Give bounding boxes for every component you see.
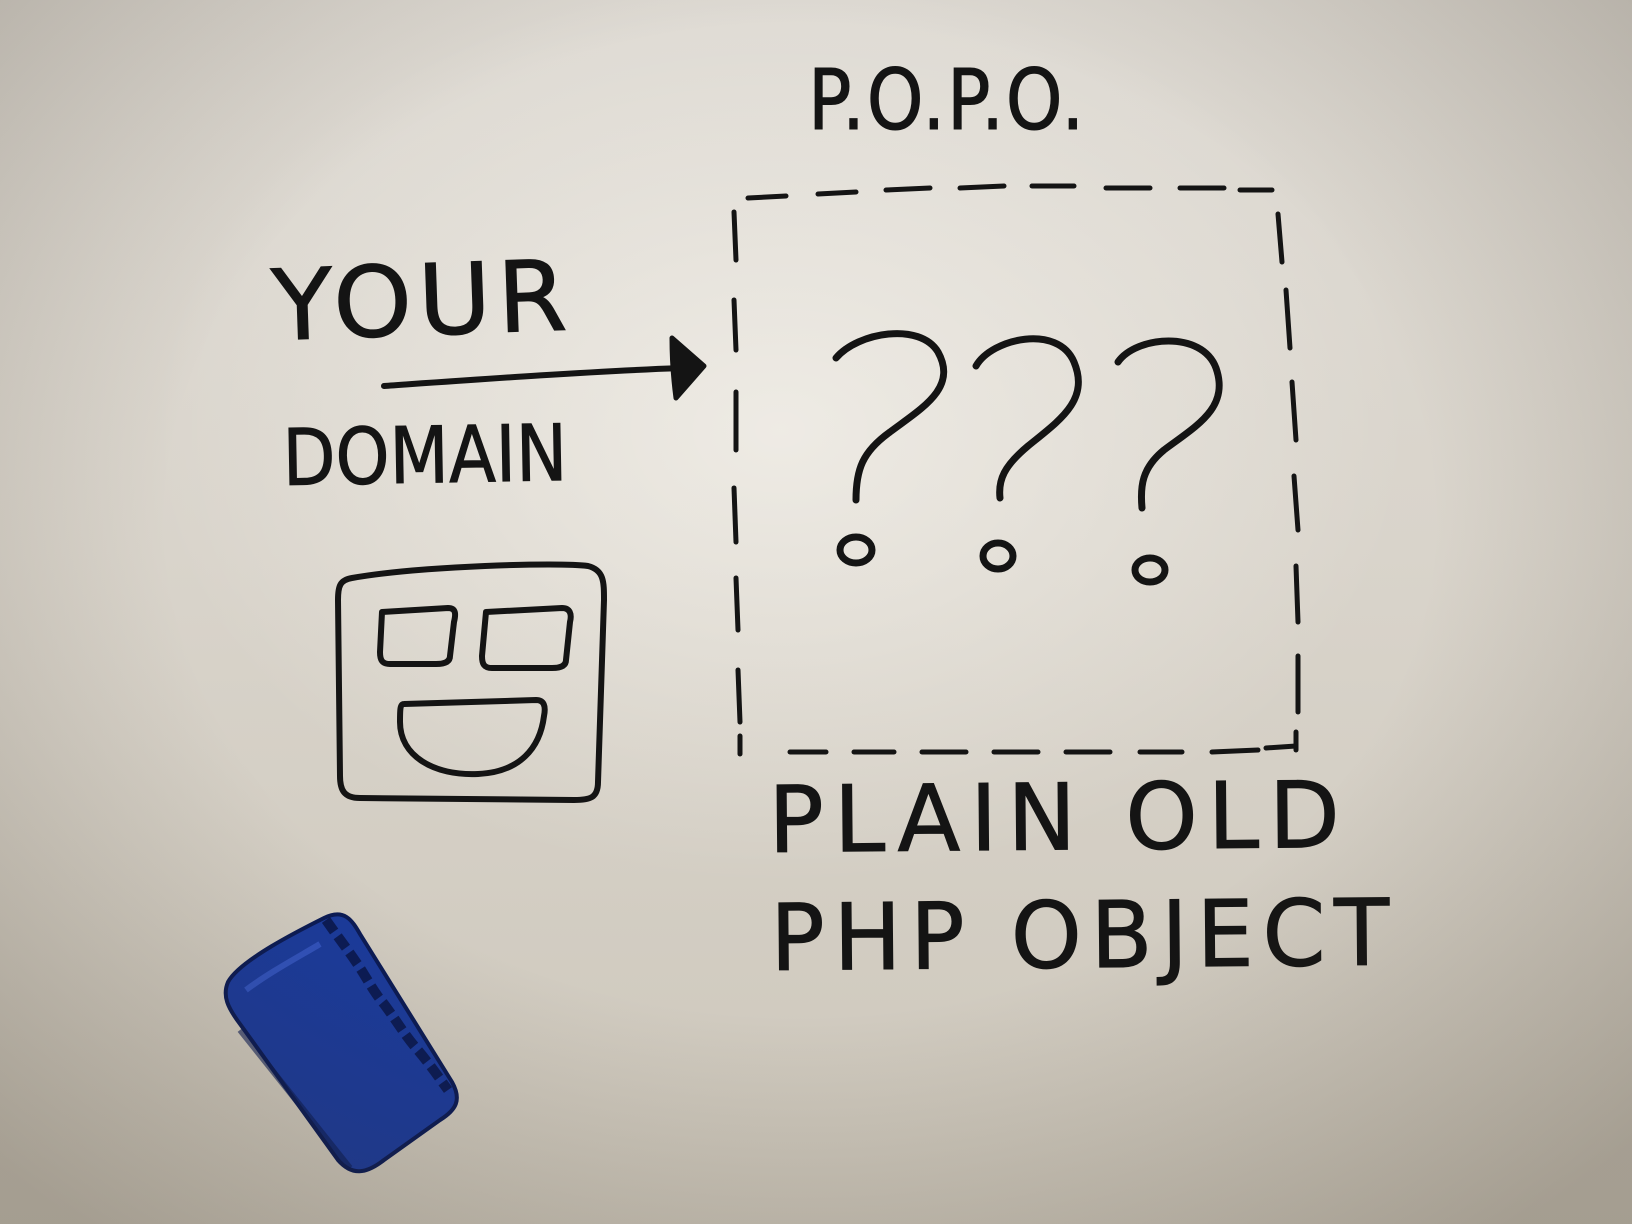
eraser: [223, 912, 459, 1174]
popo-heading: P.O.P.O.: [808, 51, 1087, 149]
domain-label: DOMAIN: [281, 409, 569, 505]
your-label: YOUR: [269, 239, 575, 364]
php-object-label: PHP OBJECT: [769, 879, 1399, 992]
plain-old-label: PLAIN OLD: [767, 761, 1351, 874]
question-marks: [832, 330, 1223, 586]
arrow: [381, 335, 707, 401]
dashed-box: [731, 183, 1301, 757]
domain-face-icon: [335, 561, 607, 803]
